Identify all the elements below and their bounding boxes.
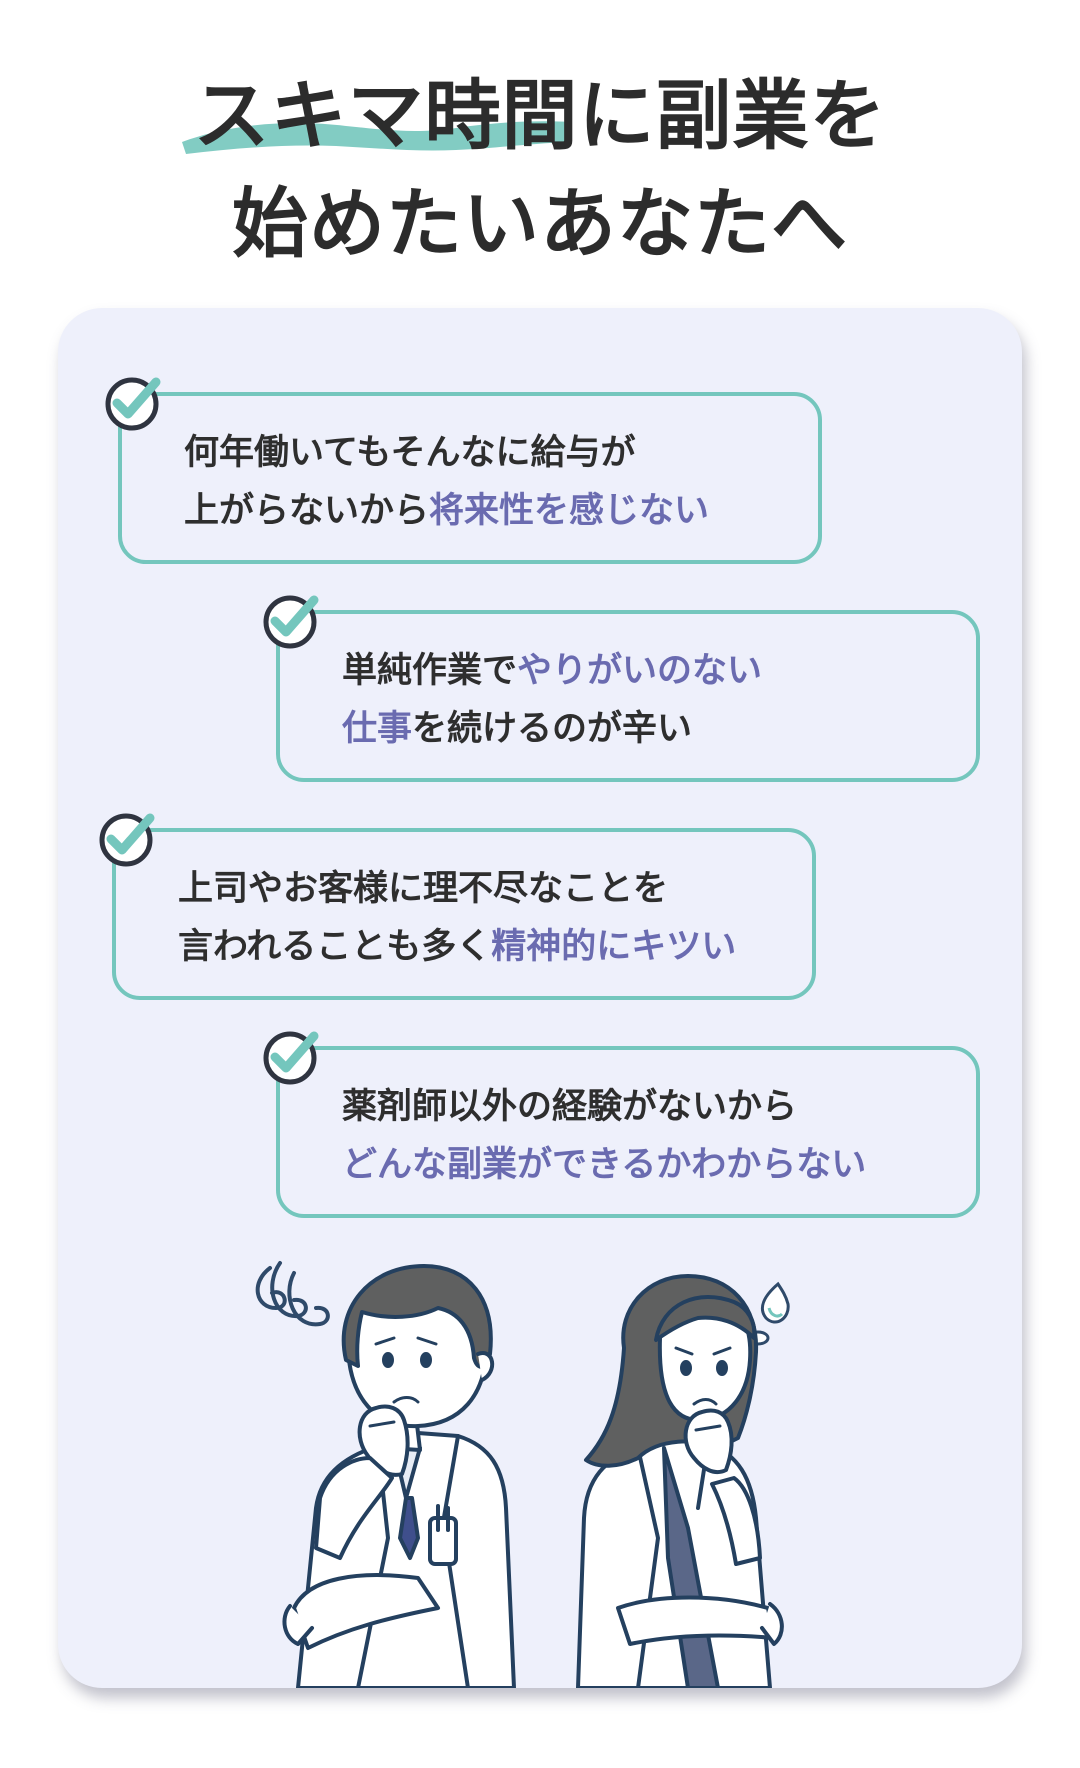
worry-2-text: 単純作業でやりがいのない 仕事を続けるのが辛い xyxy=(342,642,762,758)
sweat-drop-icon xyxy=(746,1281,790,1346)
worry-2-line-1-highlight: やりがいのない xyxy=(517,651,763,691)
headline-highlight-text: スキマ時間 xyxy=(193,71,579,160)
headline-highlight: スキマ時間 xyxy=(181,62,579,170)
worried-man-figure xyxy=(282,1264,516,1688)
worry-3-line-1: 上司やお客様に理不尽なことを xyxy=(178,869,669,909)
worry-bubble-3: 上司やお客様に理不尽なことを 言われることも多く精神的にキツい xyxy=(112,828,816,1000)
worry-3-line-2-highlight: 精神的にキツい xyxy=(491,927,737,967)
worry-bubble-4: 薬剤師以外の経験がないから どんな副業ができるかわからない xyxy=(276,1046,980,1218)
headline-line-1-rest: に副業を xyxy=(578,71,887,160)
worry-3-text: 上司やお客様に理不尽なことを 言われることも多く精神的にキツい xyxy=(178,860,736,976)
worry-bubble-1: 何年働いてもそんなに給与が 上がらないから将来性を感じない xyxy=(118,392,822,564)
worry-1-line-1: 何年働いてもそんなに給与が xyxy=(184,433,636,473)
worried-woman-figure xyxy=(576,1274,784,1688)
checkmark-circle-icon xyxy=(105,377,161,431)
headline-line-1: スキマ時間 に副業を xyxy=(0,62,1080,170)
checkmark-circle-icon xyxy=(263,1031,319,1085)
worry-4-text: 薬剤師以外の経験がないから どんな副業ができるかわからない xyxy=(342,1078,866,1194)
worry-3-line-2-plain: 言われることも多く xyxy=(178,927,492,967)
frustration-scribble-icon xyxy=(255,1261,330,1327)
worry-2-line-2: 仕事を続けるのが辛い xyxy=(342,700,762,758)
worry-1-line-2-highlight: 将来性を感じない xyxy=(429,491,710,531)
worries-panel: 何年働いてもそんなに給与が 上がらないから将来性を感じない 単純作業でやりがいの… xyxy=(58,308,1022,1688)
page-headline: スキマ時間 に副業を 始めたいあなたへ xyxy=(0,62,1080,278)
worry-1-line-2-plain: 上がらないから xyxy=(184,491,430,531)
worry-3-line-2: 言われることも多く精神的にキツい xyxy=(178,918,736,976)
worry-2-line-1: 単純作業でやりがいのない xyxy=(342,642,762,700)
worry-bubble-2: 単純作業でやりがいのない 仕事を続けるのが辛い xyxy=(276,610,980,782)
worry-1-line-2: 上がらないから将来性を感じない xyxy=(184,482,709,540)
brush-stroke-decoration xyxy=(181,121,572,154)
checkmark-circle-icon xyxy=(99,813,155,867)
worry-2-line-2-plain: を続けるのが辛い xyxy=(412,709,693,749)
worry-1-text: 何年働いてもそんなに給与が 上がらないから将来性を感じない xyxy=(184,424,709,540)
headline-line-2: 始めたいあなたへ xyxy=(232,179,848,268)
checkmark-circle-icon xyxy=(263,595,319,649)
worry-4-line-2-highlight: どんな副業ができるかわからない xyxy=(342,1145,867,1185)
worry-4-line-1: 薬剤師以外の経験がないから xyxy=(342,1087,798,1127)
worry-2-line-2-highlight: 仕事 xyxy=(342,709,413,749)
worry-2-line-1-plain: 単純作業で xyxy=(342,651,518,691)
